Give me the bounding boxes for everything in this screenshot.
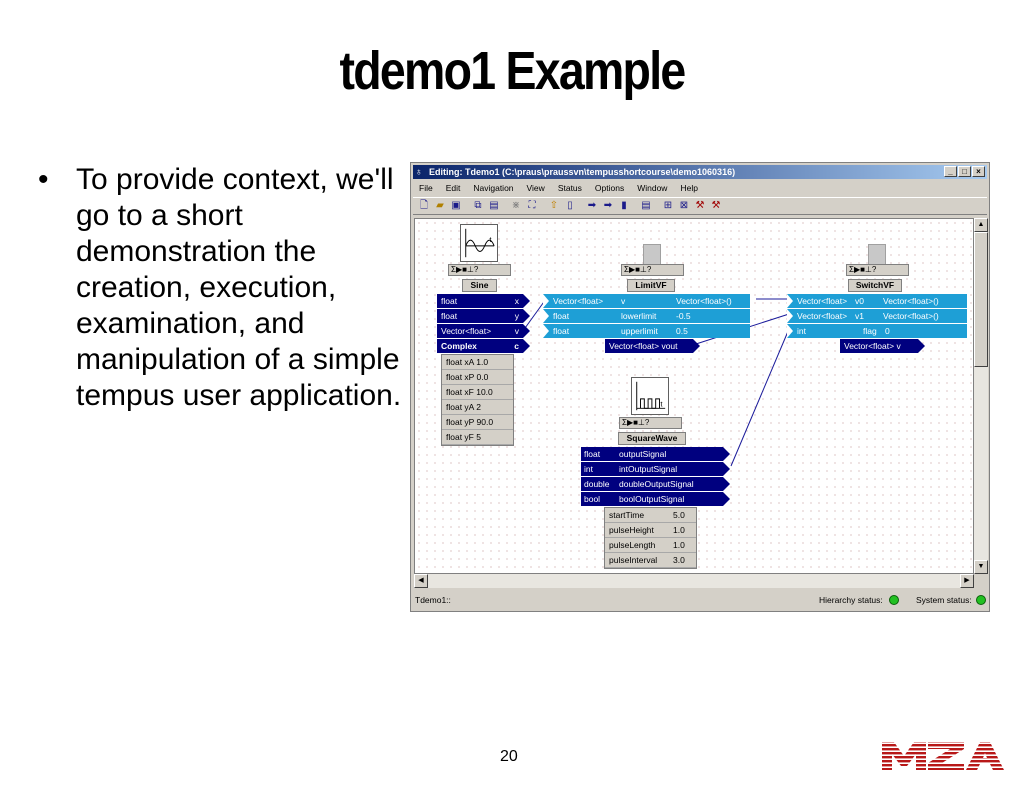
- switchvf-icon[interactable]: [868, 244, 886, 266]
- sine-params[interactable]: float xA 1.0 float xP 0.0 float xF 10.0 …: [441, 354, 514, 446]
- menu-options[interactable]: Options: [594, 183, 625, 193]
- scroll-right-icon[interactable]: ▶: [960, 574, 974, 588]
- inspect-icon[interactable]: ⊞: [663, 200, 673, 211]
- tool-icon[interactable]: ⚒: [695, 200, 705, 211]
- switchvf-output-v[interactable]: Vector<float> v: [840, 339, 925, 353]
- system-status-indicator: [976, 595, 986, 605]
- switchvf-block-name[interactable]: SwitchVF: [848, 279, 902, 292]
- wrench-icon[interactable]: ⚒: [711, 200, 721, 211]
- slide-title: tdemo1 Example: [339, 41, 687, 101]
- limitvf-toolbar-icons[interactable]: Σ▶■⊥?: [621, 264, 684, 276]
- sine-plot-icon[interactable]: t: [460, 224, 498, 262]
- open-folder-icon[interactable]: ▰: [436, 200, 444, 211]
- new-file-icon[interactable]: 🗋: [419, 200, 429, 211]
- squarewave-toolbar-icons[interactable]: Σ▶■⊥?: [619, 417, 682, 429]
- close-button[interactable]: ×: [972, 166, 985, 177]
- collapse-icon[interactable]: ⋇: [511, 200, 521, 211]
- mza-logo: [882, 742, 1004, 770]
- sine-param[interactable]: float xA 1.0: [442, 355, 513, 370]
- system-status-label: System status:: [916, 595, 972, 605]
- scroll-down-icon[interactable]: ▼: [974, 560, 988, 574]
- run-icon[interactable]: ➡: [587, 200, 597, 211]
- limitvf-icon[interactable]: [643, 244, 661, 266]
- squarewave-plot-icon[interactable]: t: [631, 377, 669, 415]
- menu-bar: File Edit Navigation View Status Options…: [413, 181, 987, 195]
- menu-help[interactable]: Help: [680, 183, 698, 193]
- step-icon[interactable]: ➡: [603, 200, 613, 211]
- sine-param[interactable]: float xF 10.0: [442, 385, 513, 400]
- menu-window[interactable]: Window: [637, 183, 668, 193]
- tempus-editor-window: ♁ Editing: Tdemo1 (C:\praus\praussvn\tem…: [410, 162, 990, 612]
- menu-navigation[interactable]: Navigation: [473, 183, 514, 193]
- scroll-left-icon[interactable]: ◀: [414, 574, 428, 588]
- paste-icon[interactable]: ▤: [489, 200, 499, 211]
- limitvf-block-name[interactable]: LimitVF: [627, 279, 675, 292]
- sine-port-v[interactable]: Vector<float>v: [437, 324, 530, 338]
- menu-edit[interactable]: Edit: [445, 183, 461, 193]
- svg-text:t: t: [489, 235, 492, 244]
- hierarchy-status-label: Hierarchy status:: [819, 595, 883, 605]
- sine-param[interactable]: float yA 2: [442, 400, 513, 415]
- copy-icon[interactable]: ⧉: [474, 200, 482, 211]
- maximize-button[interactable]: □: [958, 166, 971, 177]
- toolbar: 🗋 ▰ ▣ ⧉ ▤ ⋇ ⛶ ⇧ ▯ ➡ ➡ ▮ ▤ ⊞ ⊠ ⚒ ⚒: [413, 197, 987, 215]
- sine-param[interactable]: float xP 0.0: [442, 370, 513, 385]
- bullet-marker: •: [38, 163, 49, 196]
- status-path: Tdemo1::: [415, 595, 451, 605]
- svg-text:t: t: [660, 399, 663, 408]
- page-number: 20: [500, 748, 518, 765]
- window-title: Editing: Tdemo1 (C:\praus\praussvn\tempu…: [429, 167, 736, 177]
- up-arrow-icon[interactable]: ⇧: [549, 200, 559, 211]
- zoom-icon[interactable]: ⊠: [679, 200, 689, 211]
- limitvf-output-vout[interactable]: Vector<float> vout: [605, 339, 700, 353]
- sine-toolbar-icons[interactable]: Σ▶■⊥?: [448, 264, 511, 276]
- vertical-scroll-thumb[interactable]: [974, 232, 988, 367]
- window-titlebar[interactable]: ♁ Editing: Tdemo1 (C:\praus\praussvn\tem…: [413, 165, 987, 179]
- document-icon[interactable]: ▤: [641, 200, 651, 211]
- scroll-up-icon[interactable]: ▲: [974, 218, 988, 232]
- expand-icon[interactable]: ⛶: [528, 200, 536, 211]
- save-icon[interactable]: ▣: [451, 200, 461, 211]
- minimize-button[interactable]: _: [944, 166, 957, 177]
- sine-param[interactable]: float yP 90.0: [442, 415, 513, 430]
- menu-file[interactable]: File: [419, 183, 433, 193]
- menu-view[interactable]: View: [526, 183, 545, 193]
- sine-block-name[interactable]: Sine: [462, 279, 497, 292]
- switchvf-toolbar-icons[interactable]: Σ▶■⊥?: [846, 264, 909, 276]
- squarewave-block-name[interactable]: SquareWave: [618, 432, 686, 445]
- status-bar: Tdemo1:: Hierarchy status: System status…: [413, 591, 987, 609]
- menu-status[interactable]: Status: [557, 183, 582, 193]
- hierarchy-status-indicator: [889, 595, 899, 605]
- vertical-scrollbar[interactable]: ▲ ▼: [974, 218, 988, 574]
- bullet-text: To provide context, we'll go to a short …: [76, 163, 402, 412]
- page-icon[interactable]: ▯: [567, 200, 573, 211]
- app-icon: ♁: [415, 167, 423, 178]
- sine-param[interactable]: float yF 5: [442, 430, 513, 445]
- horizontal-scrollbar[interactable]: ◀ ▶: [414, 574, 974, 588]
- stop-icon[interactable]: ▮: [621, 200, 627, 211]
